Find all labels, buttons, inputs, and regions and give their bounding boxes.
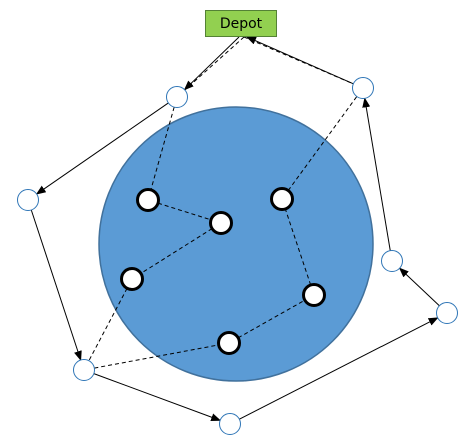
customer-nodes	[17, 77, 458, 435]
inner-node-i5	[302, 283, 326, 307]
dashed-route-edge-3	[150, 106, 175, 191]
dashed-route-edge-4	[157, 202, 212, 221]
depot-label: Depot	[219, 15, 263, 32]
solid-route-arrow-5	[239, 317, 439, 420]
depot-box: Depot	[205, 10, 277, 37]
central-region	[98, 106, 374, 382]
outer-node-o5	[436, 302, 458, 324]
outer-node-o6	[381, 250, 403, 272]
solid-route-arrow-4	[93, 373, 222, 421]
dashed-route-edge-9	[284, 208, 312, 286]
inner-node-i6	[270, 187, 294, 211]
dashed-route-edge-1	[184, 36, 245, 91]
inner-node-i2	[209, 211, 233, 235]
solid-route-arrow-2	[35, 102, 169, 195]
dashed-route-edge-8	[237, 299, 306, 339]
outer-node-o2	[17, 189, 39, 211]
dashed-route-edge-10	[287, 96, 358, 191]
dashed-route-edge-5	[140, 228, 213, 274]
route-edges	[30, 36, 440, 421]
outer-node-o4	[219, 413, 241, 435]
dashed-route-edge-7	[94, 344, 219, 369]
outer-node-o3	[73, 359, 95, 381]
solid-route-arrow-3	[30, 209, 82, 361]
outer-node-o1	[166, 86, 188, 108]
dashed-route-edge-2	[243, 36, 354, 85]
inner-node-i3	[120, 267, 144, 291]
solid-route-arrow-1	[183, 36, 240, 91]
inner-node-i4	[217, 331, 241, 355]
solid-route-arrow-6	[398, 267, 440, 307]
solid-route-arrow-7	[362, 97, 391, 251]
inner-node-i1	[136, 188, 160, 212]
outer-node-o7	[352, 77, 374, 99]
